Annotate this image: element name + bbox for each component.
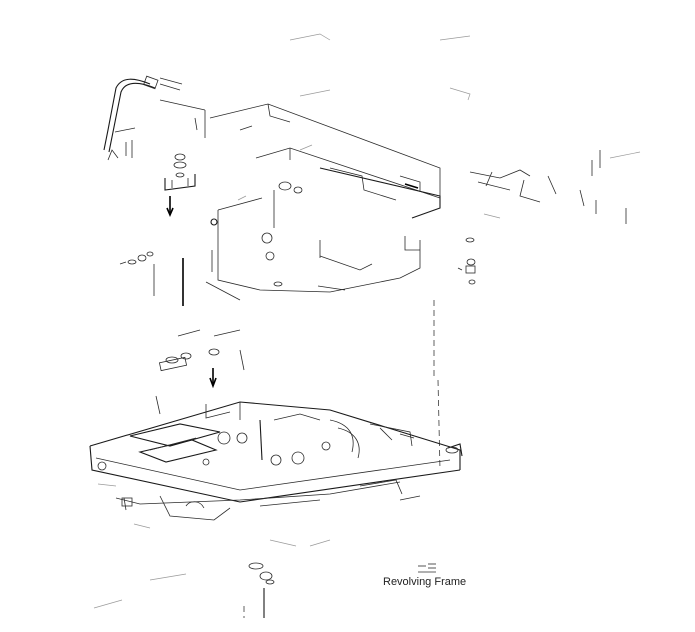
middle-small-parts bbox=[158, 329, 245, 389]
revolving-frame-drawing bbox=[89, 395, 463, 529]
bottom-bolt-group bbox=[93, 539, 331, 609]
bolt-column-right bbox=[457, 237, 476, 285]
bolt-group-left bbox=[119, 251, 154, 265]
bolt-stack-left bbox=[164, 153, 196, 218]
upper-box-frame bbox=[205, 103, 441, 301]
diagram-caption: Revolving Frame bbox=[383, 576, 467, 588]
alignment-lines bbox=[153, 250, 441, 618]
upper-faint-parts bbox=[289, 33, 471, 101]
caption-symbol bbox=[418, 563, 436, 573]
hose-assembly bbox=[103, 75, 206, 161]
right-bracket-assembly bbox=[469, 150, 641, 224]
